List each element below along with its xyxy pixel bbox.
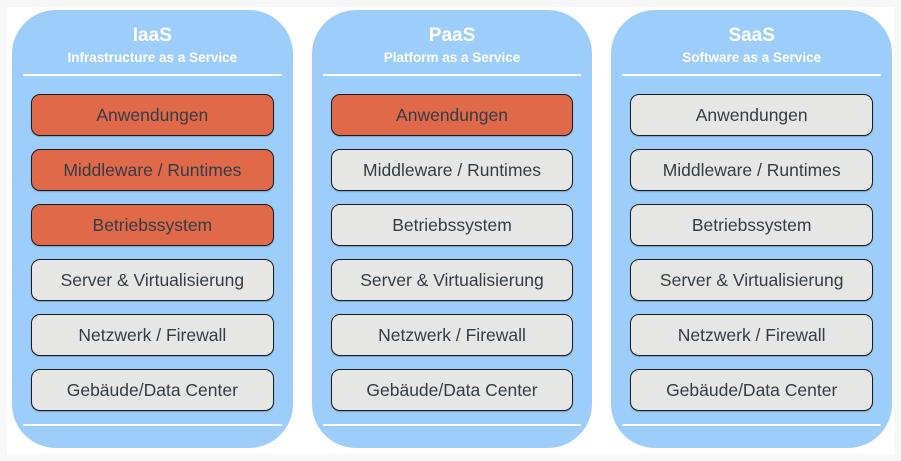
layer-server-virtualisierung: Server & Virtualisierung bbox=[630, 259, 874, 301]
column-title: IaaS bbox=[132, 25, 172, 46]
layer-stack: Anwendungen Middleware / Runtimes Betrie… bbox=[630, 94, 874, 411]
layer-gebaeude-data-center: Gebäude/Data Center bbox=[630, 369, 874, 411]
column-title: PaaS bbox=[428, 25, 476, 46]
layer-stack: Anwendungen Middleware / Runtimes Betrie… bbox=[330, 94, 574, 411]
layer-betriebssystem: Betriebssystem bbox=[31, 204, 274, 246]
header-divider bbox=[322, 74, 582, 76]
header-divider bbox=[23, 74, 282, 76]
layer-middleware-runtimes: Middleware / Runtimes bbox=[330, 149, 574, 191]
layer-gebaeude-data-center: Gebäude/Data Center bbox=[31, 369, 274, 411]
layer-anwendungen: Anwendungen bbox=[630, 94, 874, 136]
layer-anwendungen: Anwendungen bbox=[31, 94, 274, 136]
layer-anwendungen: Anwendungen bbox=[330, 94, 574, 136]
layer-netzwerk-firewall: Netzwerk / Firewall bbox=[630, 314, 874, 356]
column-subtitle: Software as a Service bbox=[682, 50, 822, 65]
layer-netzwerk-firewall: Netzwerk / Firewall bbox=[31, 314, 274, 356]
layer-stack: Anwendungen Middleware / Runtimes Betrie… bbox=[31, 94, 274, 411]
column-title: SaaS bbox=[728, 25, 775, 46]
layer-middleware-runtimes: Middleware / Runtimes bbox=[31, 149, 274, 191]
layer-server-virtualisierung: Server & Virtualisierung bbox=[31, 259, 274, 301]
layer-betriebssystem: Betriebssystem bbox=[330, 204, 574, 246]
footer-divider bbox=[322, 424, 582, 426]
column-subtitle: Platform as a Service bbox=[383, 50, 521, 65]
column-subtitle: Infrastructure as a Service bbox=[67, 50, 238, 65]
layer-server-virtualisierung: Server & Virtualisierung bbox=[330, 259, 574, 301]
layer-netzwerk-firewall: Netzwerk / Firewall bbox=[330, 314, 574, 356]
header-divider bbox=[622, 74, 882, 76]
service-column-paas: PaaS Platform as a Service Anwendungen M… bbox=[311, 10, 593, 448]
service-column-saas: SaaS Software as a Service Anwendungen M… bbox=[611, 10, 893, 448]
layer-betriebssystem: Betriebssystem bbox=[630, 204, 874, 246]
footer-divider bbox=[23, 424, 282, 426]
layer-middleware-runtimes: Middleware / Runtimes bbox=[630, 149, 874, 191]
layer-gebaeude-data-center: Gebäude/Data Center bbox=[330, 369, 574, 411]
footer-divider bbox=[622, 424, 882, 426]
service-column-iaas: IaaS Infrastructure as a Service Anwendu… bbox=[12, 10, 293, 448]
